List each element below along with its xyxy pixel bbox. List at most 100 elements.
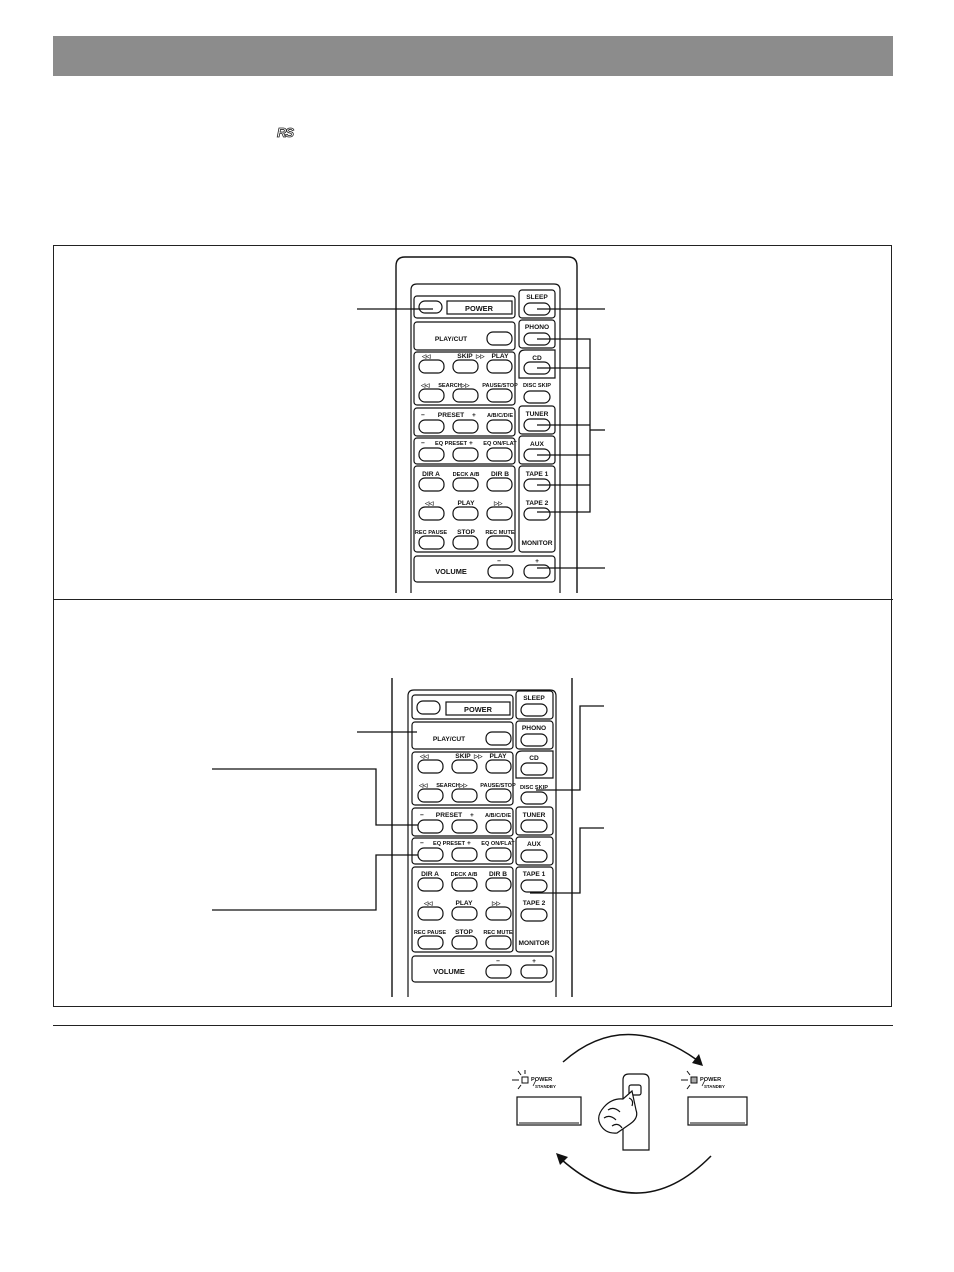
cd-label-2: CD bbox=[529, 755, 539, 762]
arrow-top bbox=[562, 1033, 698, 1063]
forward-symbol: ▷▷ bbox=[475, 353, 485, 360]
volume-label: VOLUME bbox=[435, 567, 467, 576]
rec-mute-label: REC MUTE bbox=[485, 530, 514, 536]
tape1-label: TAPE 1 bbox=[526, 471, 549, 478]
power-label-left: POWER bbox=[531, 1077, 552, 1083]
dir-a-label-2: DIR A bbox=[421, 871, 439, 878]
dir-b-label: DIR B bbox=[491, 471, 509, 478]
forward-symbol-2: ▷▷ bbox=[473, 753, 483, 760]
tape1-label-2: TAPE 1 bbox=[523, 871, 546, 878]
eq-minus: − bbox=[421, 440, 425, 447]
search-label: SEARCH bbox=[438, 383, 462, 389]
cd-label: CD bbox=[532, 355, 542, 362]
standby-label-right: STANDBY bbox=[704, 1084, 725, 1089]
tuner-label: TUNER bbox=[526, 411, 549, 418]
tape-rewind-symbol: ◁◁ bbox=[424, 500, 434, 507]
pause-stop-label-2: PAUSE/STOP bbox=[480, 783, 516, 789]
arrow-head-top bbox=[692, 1054, 703, 1066]
abcde-label-2: A/B/C/D/E bbox=[485, 813, 511, 819]
deck-ab-label-2: DECK A/B bbox=[451, 872, 478, 878]
rewind-symbol-2: ◁◁ bbox=[419, 753, 429, 760]
search-label-2: SEARCH bbox=[436, 783, 460, 789]
eq-minus-2: − bbox=[420, 840, 424, 847]
tuner-label-2: TUNER bbox=[523, 812, 546, 819]
tape-forward-symbol: ▷▷ bbox=[493, 500, 503, 507]
search-back-symbol: ◁◁ bbox=[420, 382, 430, 389]
abcde-label: A/B/C/D/E bbox=[487, 413, 513, 419]
tape-forward-symbol-2: ▷▷ bbox=[491, 900, 501, 907]
tape-play-label: PLAY bbox=[458, 500, 476, 507]
section-divider bbox=[53, 1025, 893, 1026]
monitor-label: MONITOR bbox=[521, 540, 552, 547]
volume-minus-2: − bbox=[496, 958, 500, 965]
rewind-symbol: ◁◁ bbox=[421, 353, 431, 360]
indicator-light-right bbox=[681, 1070, 698, 1090]
standby-label-left: STANDBY bbox=[535, 1084, 556, 1089]
disc-skip-label-2: DISC SKIP bbox=[520, 785, 548, 791]
stop-label-2: STOP bbox=[455, 929, 473, 936]
eq-on-flat-label-2: EQ ON/FLAT bbox=[481, 841, 515, 847]
remote1-labels: POWER SLEEP PLAY/CUT PHONO ◁◁ SKIP ▷▷ PL… bbox=[415, 294, 553, 576]
rec-pause-label-2: REC PAUSE bbox=[414, 930, 446, 936]
skip-label-2: SKIP bbox=[455, 753, 471, 760]
preset-plus: + bbox=[472, 412, 476, 419]
phono-label: PHONO bbox=[525, 324, 549, 331]
aux-label: AUX bbox=[530, 441, 545, 448]
indicator-light-left bbox=[512, 1070, 529, 1090]
deck-ab-label: DECK A/B bbox=[453, 472, 480, 478]
eq-plus-2: + bbox=[467, 840, 471, 847]
play-label: PLAY bbox=[492, 353, 510, 360]
tape-rewind-symbol-2: ◁◁ bbox=[423, 900, 433, 907]
arrow-head-bottom bbox=[556, 1153, 568, 1165]
eq-preset-label-2: EQ PRESET bbox=[433, 841, 466, 847]
power-label-right: POWER bbox=[700, 1077, 721, 1083]
tape2-label-2: TAPE 2 bbox=[523, 900, 546, 907]
volume-plus: + bbox=[535, 558, 539, 565]
arrow-bottom bbox=[561, 1155, 712, 1194]
play-cut-label: PLAY/CUT bbox=[435, 336, 467, 343]
monitor-label-2: MONITOR bbox=[518, 940, 549, 947]
volume-plus-2: + bbox=[532, 958, 536, 965]
rs-logo: RS bbox=[277, 125, 295, 140]
remote-diagram-panel bbox=[53, 245, 892, 1007]
panel-divider bbox=[53, 599, 893, 600]
dir-b-label-2: DIR B bbox=[489, 871, 507, 878]
tape-play-label-2: PLAY bbox=[456, 900, 474, 907]
volume-minus: − bbox=[497, 558, 501, 565]
dir-a-label: DIR A bbox=[422, 471, 440, 478]
power-switch-left bbox=[516, 1096, 582, 1126]
stop-label: STOP bbox=[457, 529, 475, 536]
pause-stop-label: PAUSE/STOP bbox=[482, 383, 518, 389]
search-back-symbol-2: ◁◁ bbox=[418, 782, 428, 789]
sleep-label-2: SLEEP bbox=[523, 695, 545, 702]
tape2-label: TAPE 2 bbox=[526, 500, 549, 507]
remote-control-top bbox=[395, 256, 578, 593]
search-forward-symbol-2: ▷▷ bbox=[458, 782, 468, 789]
power-label: POWER bbox=[465, 304, 494, 313]
preset-plus-2: + bbox=[470, 812, 474, 819]
remote1-leader-lines bbox=[357, 308, 605, 569]
remote2-labels: POWER SLEEP PLAY/CUT PHONO ◁◁ SKIP ▷▷ PL… bbox=[414, 695, 550, 976]
preset-label: PRESET bbox=[438, 412, 464, 419]
skip-label: SKIP bbox=[457, 353, 473, 360]
hand-pressing-button bbox=[598, 1073, 650, 1151]
volume-label-2: VOLUME bbox=[433, 967, 465, 976]
sleep-label: SLEEP bbox=[526, 294, 548, 301]
power-switch-right bbox=[687, 1096, 748, 1126]
play-cut-label-2: PLAY/CUT bbox=[433, 736, 465, 743]
preset-label-2: PRESET bbox=[436, 812, 462, 819]
phono-label-2: PHONO bbox=[522, 725, 546, 732]
search-forward-symbol: ▷▷ bbox=[460, 382, 470, 389]
eq-plus: + bbox=[469, 440, 473, 447]
preset-minus-2: − bbox=[420, 812, 424, 819]
remote-control-bottom bbox=[391, 678, 573, 997]
rec-mute-label-2: REC MUTE bbox=[483, 930, 512, 936]
rec-pause-label: REC PAUSE bbox=[415, 530, 447, 536]
section-header-bar bbox=[53, 36, 893, 76]
eq-on-flat-label: EQ ON/FLAT bbox=[483, 441, 517, 447]
eq-preset-label: EQ PRESET bbox=[435, 441, 468, 447]
power-label-2: POWER bbox=[464, 705, 493, 714]
aux-label-2: AUX bbox=[527, 841, 542, 848]
play-label-2: PLAY bbox=[490, 753, 508, 760]
